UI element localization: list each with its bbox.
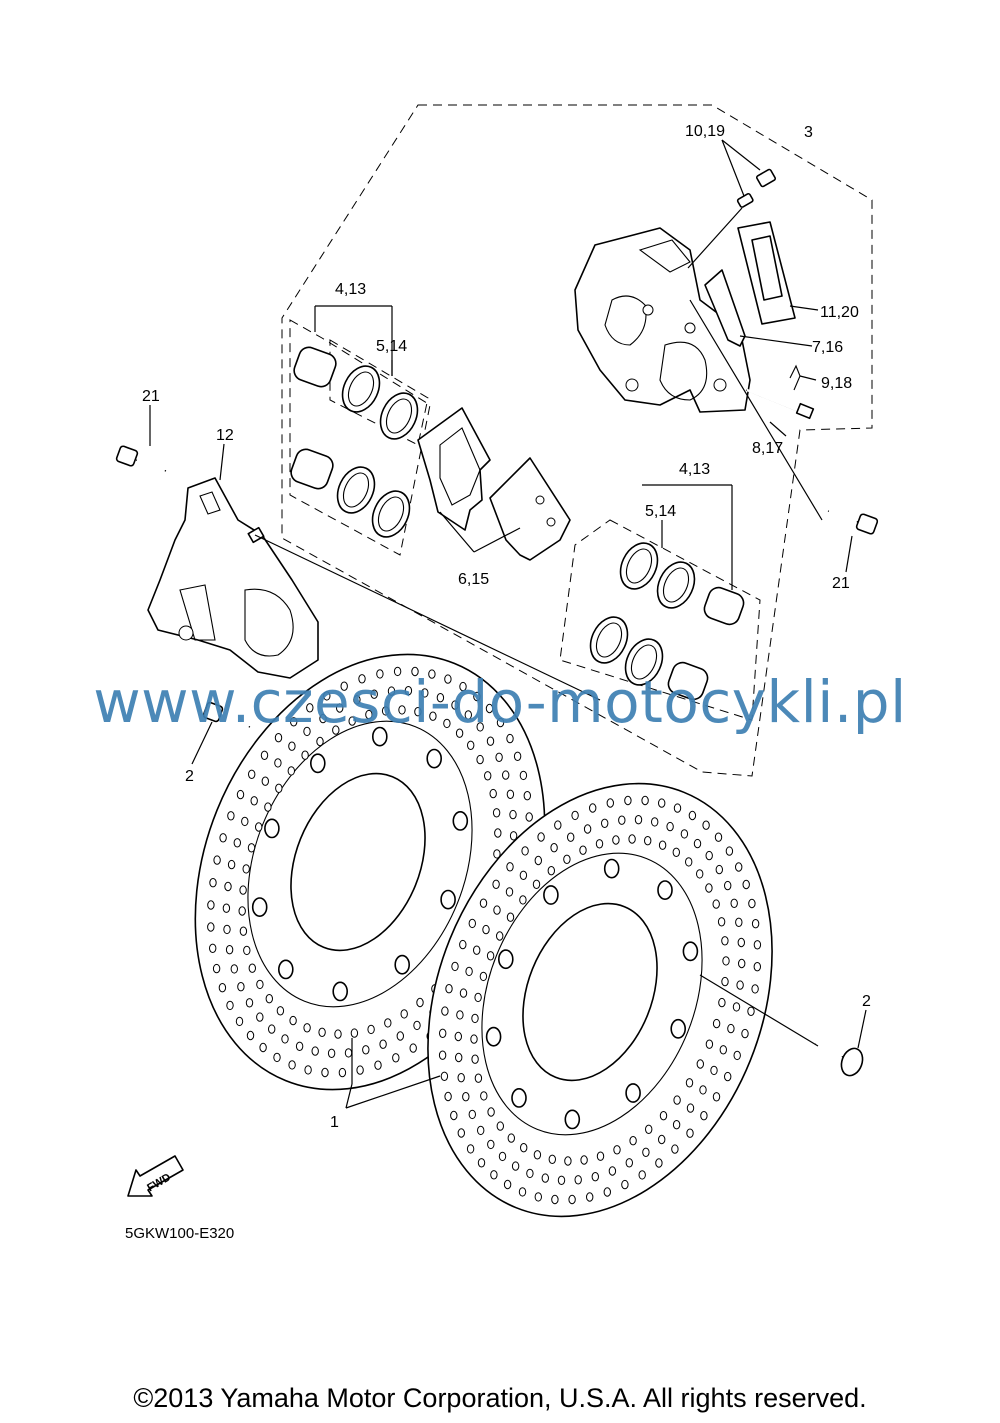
callout-7-16: 7,16 <box>812 339 843 356</box>
leader-lines <box>149 139 867 1109</box>
left-pistons-seals-illustration <box>289 319 431 556</box>
callout-4-13-right: 4,13 <box>679 461 710 478</box>
callout-1: 1 <box>330 1114 339 1131</box>
bleed-screw-illustration <box>736 168 776 208</box>
watermark-url: www.czesci-do-motocykli.pl <box>93 668 907 736</box>
disc-bolt-right-illustration <box>814 1042 864 1077</box>
pad-pin-illustration <box>745 388 815 420</box>
right-pistons-seals-illustration <box>559 519 761 721</box>
callout-4-13-left: 4,13 <box>335 281 366 298</box>
left-caliper-illustration <box>147 477 319 679</box>
brake-pads-illustration <box>417 407 571 561</box>
caliper-bolt-left-illustration <box>115 445 167 472</box>
callout-11-20: 11,20 <box>820 304 859 321</box>
caliper-assembly-boundary <box>281 104 873 777</box>
callout-21-right: 21 <box>832 575 850 592</box>
callout-12: 12 <box>216 427 234 444</box>
brake-disc-right-illustration <box>427 782 773 1218</box>
callout-21-left: 21 <box>142 388 160 405</box>
pad-spring-illustration <box>737 221 796 325</box>
callout-3: 3 <box>804 124 813 141</box>
callout-10-19: 10,19 <box>685 123 725 140</box>
copyright-notice: ©2013 Yamaha Motor Corporation, U.S.A. A… <box>133 1383 867 1413</box>
right-caliper-illustration <box>574 227 751 413</box>
callout-2-right: 2 <box>862 993 871 1010</box>
fwd-arrow-icon: FWD <box>127 1155 184 1197</box>
callout-6-15: 6,15 <box>458 571 489 588</box>
diagram-code: 5GKW100-E320 <box>125 1225 234 1242</box>
disc-bolt-left-illustration <box>202 701 251 728</box>
callout-5-14-right: 5,14 <box>645 503 676 520</box>
callout-5-14-left: 5,14 <box>376 338 407 355</box>
callout-8-17: 8,17 <box>752 440 783 457</box>
r-clip-illustration <box>789 364 801 391</box>
caliper-bolt-right-illustration <box>827 509 879 535</box>
pad-clip-illustration <box>704 269 746 347</box>
callout-9-18: 9,18 <box>821 375 852 392</box>
callout-2-left: 2 <box>185 768 194 785</box>
